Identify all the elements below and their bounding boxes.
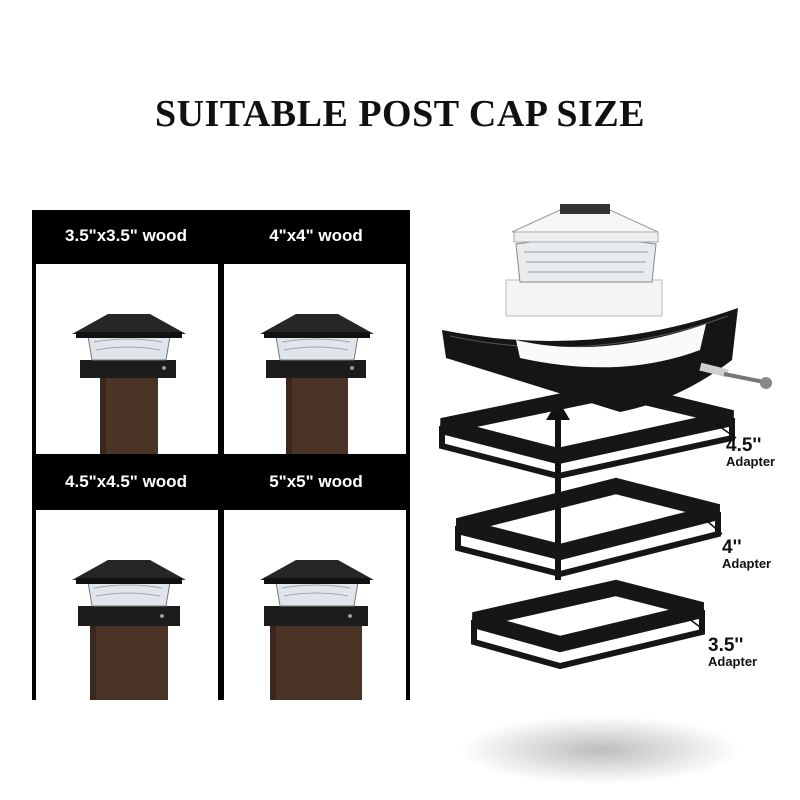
black-cap-base — [442, 308, 738, 412]
floor-shadow — [460, 716, 740, 784]
post-size-label-4: 4"x4" wood — [269, 226, 363, 245]
screw-icon — [699, 362, 772, 389]
post-image-5 — [224, 510, 406, 700]
post-size-label-4-5: 4.5"x4.5" wood — [65, 472, 187, 491]
white-solar-cap — [505, 204, 663, 317]
post-size-label-5: 5"x5" wood — [269, 472, 363, 491]
adapter-diagram: 4.5'' Adapter 4'' Adapter 3.5'' Adapter — [420, 190, 790, 790]
adapter-label-3-5: 3.5'' Adapter — [708, 635, 758, 669]
post-image-3-5 — [36, 264, 218, 454]
adapter-label-4-5: 4.5'' Adapter — [726, 435, 776, 469]
adapter-ring-3-5 — [471, 579, 705, 670]
post-image-4 — [224, 264, 406, 454]
post-size-label-3-5: 3.5"x3.5" wood — [65, 226, 187, 245]
adapter-label-4: 4'' Adapter — [722, 537, 772, 571]
post-image-4-5 — [36, 510, 218, 700]
page-title: SUITABLE POST CAP SIZE — [154, 93, 646, 135]
adapter-ring-4 — [455, 477, 721, 578]
post-size-grid: 3.5"x3.5" wood 4"x4" wood 4.5"x4.5" wood… — [32, 210, 410, 700]
adapter-ring-4-5 — [439, 381, 735, 480]
